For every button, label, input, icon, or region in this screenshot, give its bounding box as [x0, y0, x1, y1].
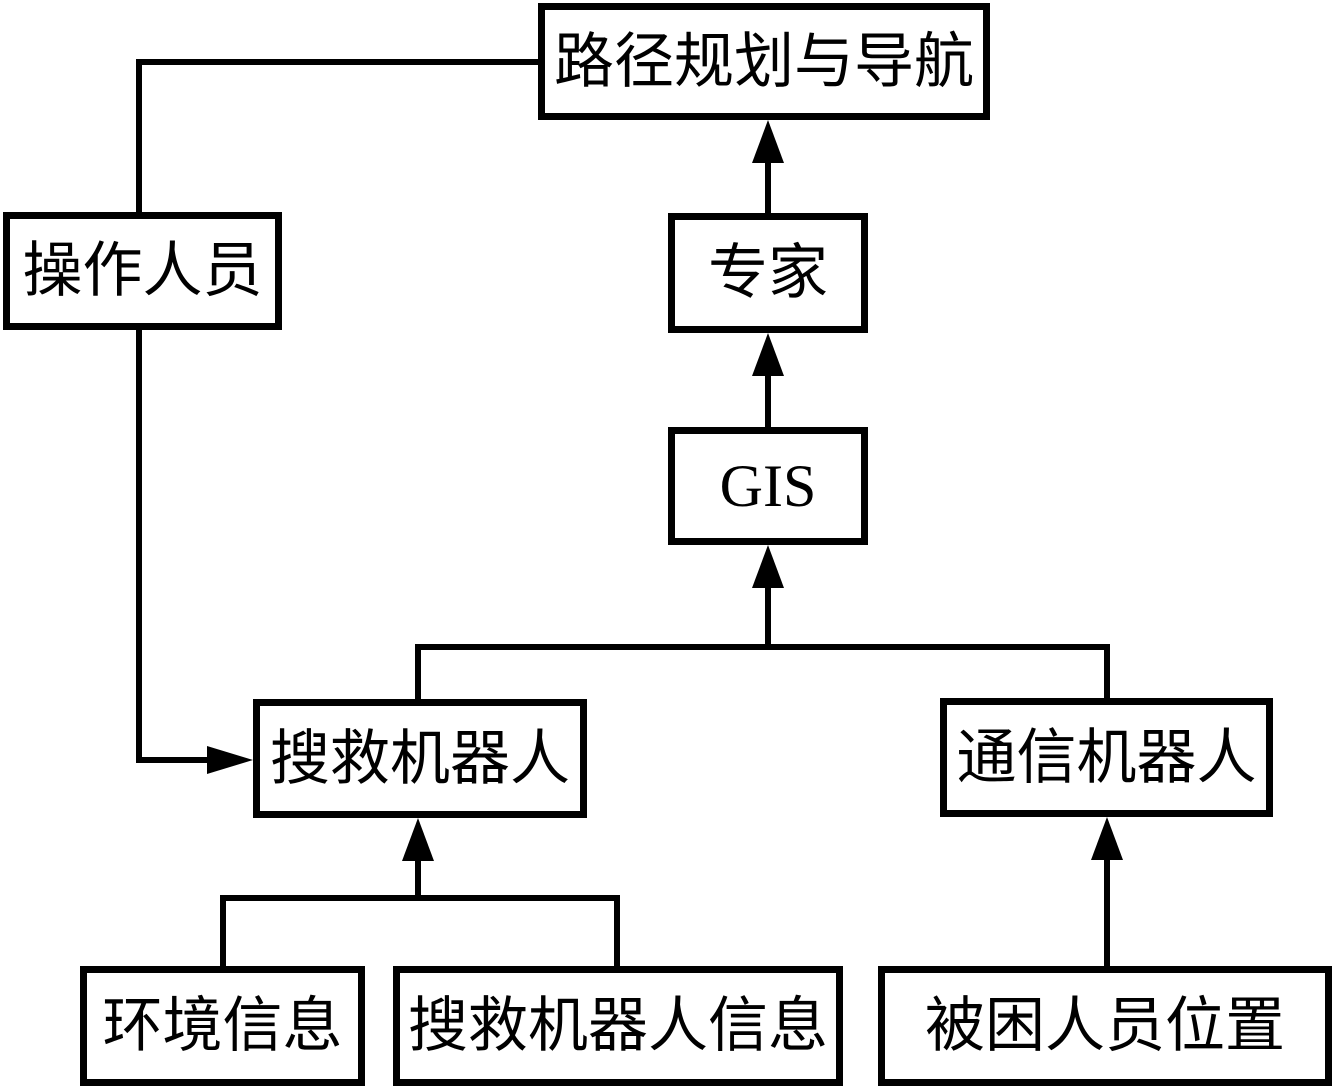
node-operator: 操作人员 [3, 212, 282, 330]
connector-robots-branch-horizontal [415, 644, 1110, 650]
node-comm-robot: 通信机器人 [940, 698, 1273, 817]
connector-operator-to-path-planning-vertical [136, 59, 142, 215]
connector-trapped-position-to-comm-robot [1104, 853, 1110, 968]
connector-bracket-to-rescue-info [614, 895, 620, 968]
connector-bracket-to-env-info [220, 895, 226, 968]
connector-bracket-to-rescue-robot [415, 854, 421, 901]
arrow-up-icon [402, 818, 434, 861]
connector-operator-to-path-planning-horizontal [136, 59, 542, 65]
connector-operator-to-rescue-robot-horizontal [136, 757, 211, 763]
connector-branch-to-gis [765, 581, 771, 648]
arrow-right-icon [207, 746, 253, 774]
node-path-planning: 路径规划与导航 [538, 3, 990, 120]
connector-gis-to-expert [765, 369, 771, 428]
connector-expert-to-path-planning [765, 156, 771, 214]
node-rescue-robot-info: 搜救机器人信息 [393, 966, 843, 1086]
node-env-info: 环境信息 [80, 966, 365, 1086]
node-rescue-robot: 搜救机器人 [253, 699, 587, 818]
arrow-up-icon [752, 120, 784, 163]
node-expert: 专家 [668, 213, 868, 333]
node-gis: GIS [668, 427, 868, 545]
connector-operator-to-rescue-robot-vertical [136, 327, 142, 763]
node-trapped-position: 被困人员位置 [878, 966, 1332, 1086]
connector-branch-to-rescue-robot [415, 644, 421, 701]
connector-info-bracket-horizontal [220, 895, 620, 901]
arrow-up-icon [752, 545, 784, 588]
arrow-up-icon [1091, 817, 1123, 860]
connector-branch-to-comm-robot [1104, 644, 1110, 700]
arrow-up-icon [752, 333, 784, 376]
